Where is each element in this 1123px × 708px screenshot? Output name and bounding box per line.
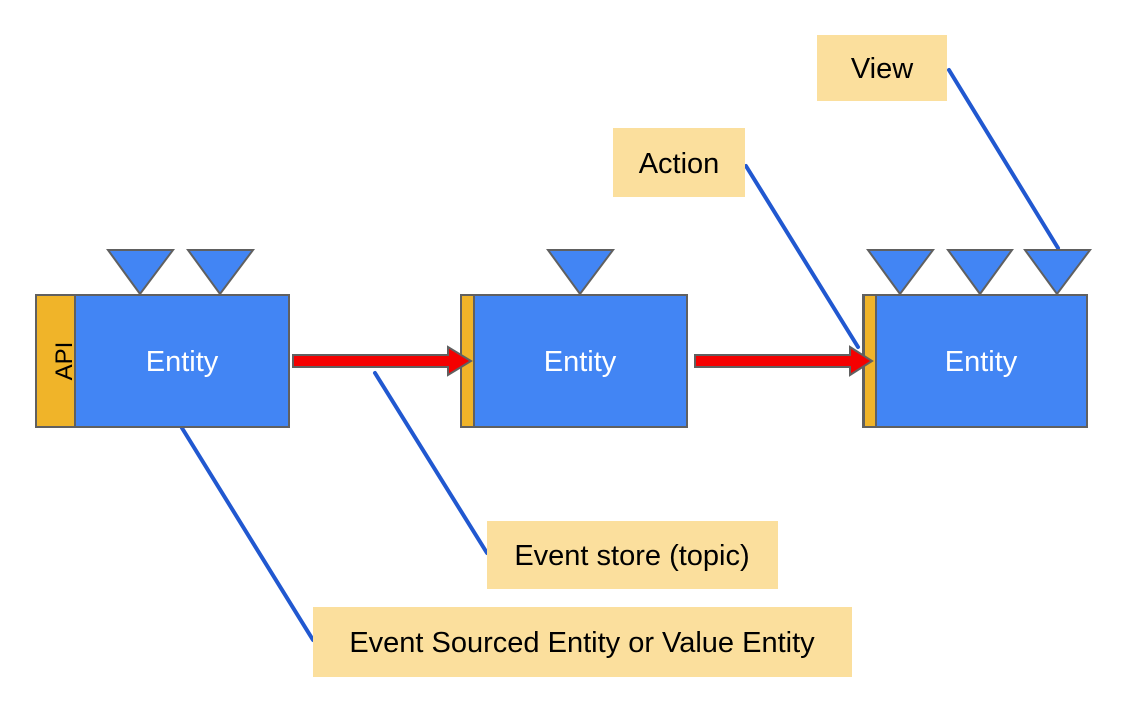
action-label-box [613, 128, 745, 197]
entity-3-group: Entity [862, 249, 1092, 428]
event-sourced-connector-line [180, 426, 315, 642]
entity-2-box [460, 294, 688, 428]
entity-1-api-label: API [51, 342, 78, 381]
entity-1-box [35, 294, 290, 428]
entity-3-label: Entity [945, 346, 1018, 378]
entity-2-group: Entity [460, 249, 688, 428]
view-label-box [817, 35, 947, 101]
view-label: View [817, 35, 947, 101]
entity-1-api-strip [35, 294, 76, 428]
event-sourced-label-text: Event Sourced Entity or Value Entity [349, 627, 815, 659]
action-label: Action [613, 128, 745, 197]
event-flow-arrow-1 [292, 345, 473, 377]
view-label-text: View [851, 53, 914, 85]
event-store-label: Event store (topic) [487, 521, 778, 589]
event-sourced-label: Event Sourced Entity or Value Entity [313, 607, 852, 677]
event-store-connector-line [373, 371, 489, 555]
entity-3-command-triangle-2 [946, 249, 1014, 296]
view-connector-line [947, 68, 1060, 250]
entity-1-label: Entity [146, 346, 219, 378]
action-connector-line [744, 164, 860, 349]
entity-1-command-triangle-2 [186, 249, 255, 296]
entity-3-command-triangle-3 [1023, 249, 1092, 296]
entity-2-label: Entity [544, 346, 617, 378]
event-store-label-text: Event store (topic) [514, 540, 749, 572]
entity-1-group: API Entity [35, 249, 290, 428]
action-label-text: Action [639, 148, 720, 180]
entity-3-command-triangle-1 [866, 249, 935, 296]
event-store-label-box [487, 521, 778, 589]
entity-2-command-triangle-1 [546, 249, 615, 296]
event-flow-arrow-2 [694, 345, 874, 377]
event-sourced-label-box [313, 607, 852, 677]
entity-1-command-triangle-1 [106, 249, 175, 296]
